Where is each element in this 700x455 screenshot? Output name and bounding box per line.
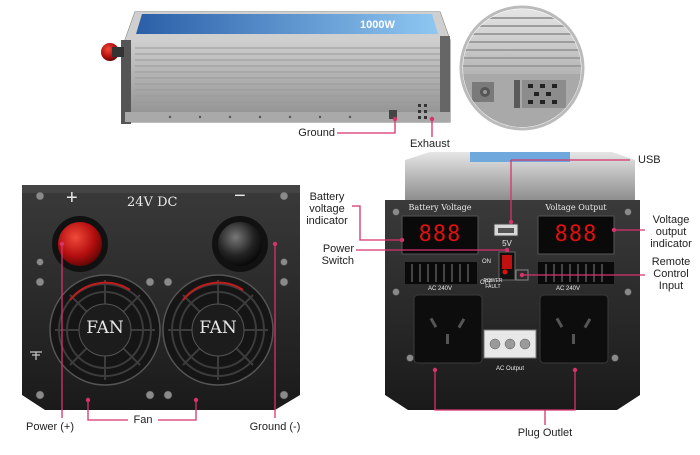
callout-voltage-output-indicator: Voltage output indicator bbox=[650, 214, 692, 250]
output-led-display: 888 bbox=[554, 222, 598, 247]
callout-power-plus: Power (+) bbox=[26, 421, 74, 433]
zoom-detail-circle bbox=[459, 5, 585, 131]
callout-power-switch: Power Switch bbox=[321, 243, 354, 267]
callout-battery-voltage-indicator: Battery voltage indicator bbox=[306, 191, 348, 227]
dc-input-panel bbox=[22, 185, 300, 410]
callout-ground: Ground bbox=[298, 127, 335, 139]
dc-rating-text: 24V DC bbox=[127, 195, 178, 210]
inverter-top-view: 1000W bbox=[101, 11, 451, 124]
banner-wattage-text: 1000W bbox=[360, 19, 395, 31]
callout-lines bbox=[61, 119, 645, 425]
callout-remote-control-input: Remote Control Input bbox=[651, 256, 691, 292]
power-fault-label: POWER FAULT bbox=[483, 278, 503, 290]
callout-fan: Fan bbox=[133, 414, 153, 426]
switch-off-label: OFF bbox=[480, 280, 492, 286]
callout-usb: USB bbox=[638, 154, 661, 166]
voltage-output-panel-label: Voltage Output bbox=[545, 203, 607, 212]
plus-symbol: + bbox=[66, 187, 78, 209]
fan-left-label: FAN bbox=[86, 318, 124, 338]
fan-right-label: FAN bbox=[199, 318, 237, 338]
usb-voltage-label: 5V bbox=[502, 239, 512, 248]
callout-dots bbox=[59, 116, 617, 403]
ac-output-panel bbox=[385, 152, 640, 410]
callout-ground-minus: Ground (-) bbox=[249, 421, 301, 433]
ac-right-label: AC 240V bbox=[556, 286, 581, 292]
callout-plug-outlet: Plug Outlet bbox=[517, 427, 573, 439]
callout-exhaust: Exhaust bbox=[410, 138, 450, 150]
battery-led-display: 888 bbox=[418, 222, 462, 247]
battery-voltage-panel-label: Battery Voltage bbox=[408, 203, 472, 212]
ac-output-label: AC Output bbox=[495, 366, 524, 372]
minus-symbol: − bbox=[234, 185, 246, 207]
ac-left-label: AC 240V bbox=[428, 286, 453, 292]
switch-on-label: ON bbox=[482, 259, 491, 265]
